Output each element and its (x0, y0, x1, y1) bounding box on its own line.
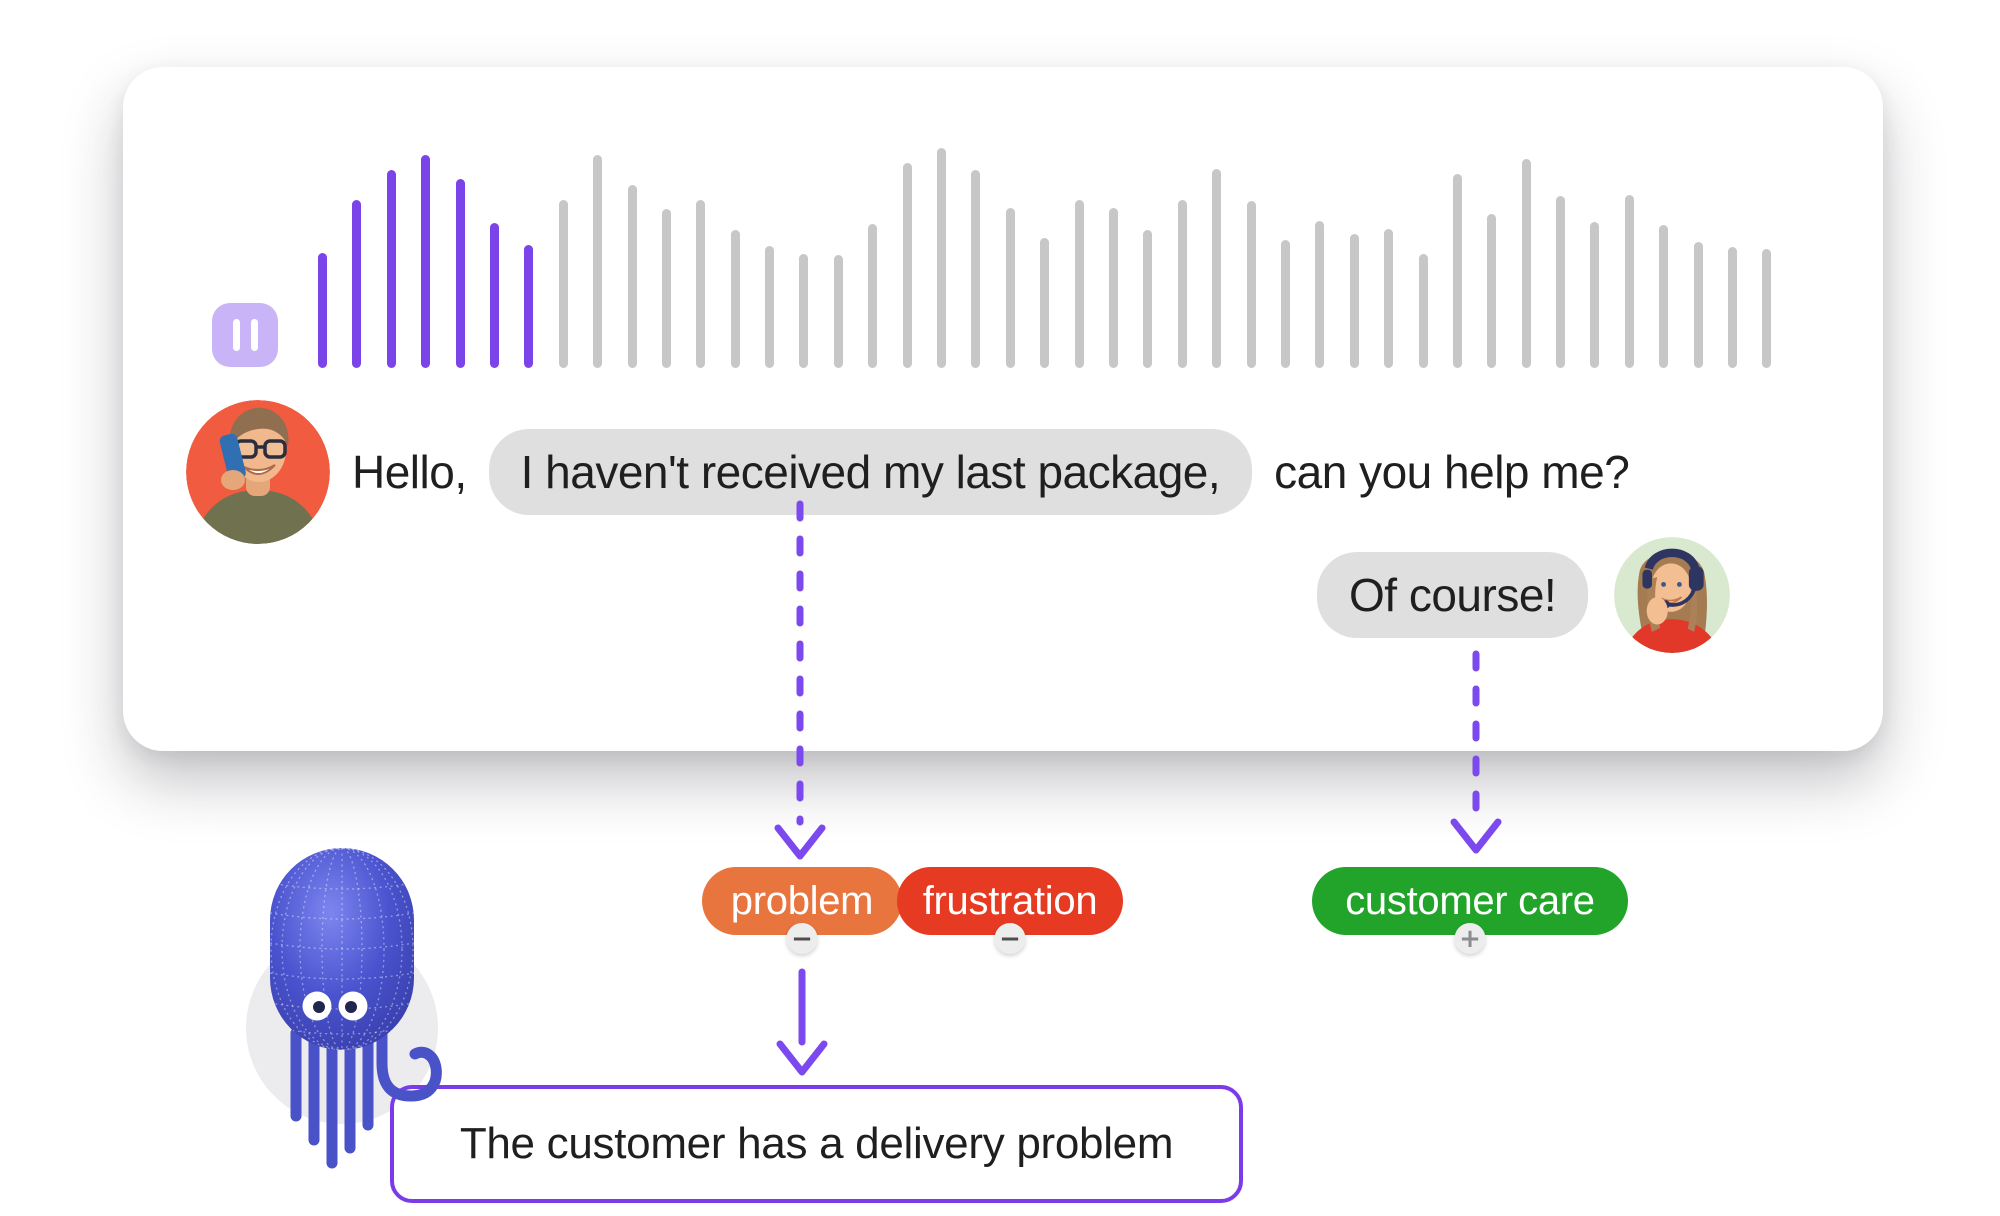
waveform-bar (661, 209, 671, 368)
waveform-bar (352, 200, 362, 368)
customer-question-text: can you help me? (1274, 446, 1630, 498)
waveform-bar (730, 230, 740, 368)
tag-customer-care[interactable]: customer care + (1312, 867, 1628, 954)
highlighted-utterance-pill[interactable]: I haven't received my last package, (488, 429, 1253, 515)
waveform-bar (1659, 225, 1669, 368)
waveform-bar (1108, 208, 1118, 368)
waveform-bar (386, 170, 396, 368)
waveform-bar (627, 185, 637, 368)
waveform-bar (1143, 230, 1153, 368)
waveform-bar (799, 254, 809, 368)
waveform-bar (1280, 240, 1290, 368)
agent-reply-pill[interactable]: Of course! (1317, 552, 1589, 638)
waveform-bar (558, 200, 568, 368)
tag-customer-care-label: customer care (1345, 878, 1595, 923)
waveform-bar (1590, 222, 1600, 368)
waveform-bar (1418, 254, 1428, 368)
waveform-bar (696, 200, 706, 368)
tag-problem[interactable]: problem − (702, 867, 902, 954)
waveform-bar (1040, 238, 1050, 368)
customer-message-row: Hello, I haven't received my last packag… (186, 398, 1630, 546)
waveform-bar (937, 148, 947, 368)
waveform-bar (455, 179, 465, 368)
waveform-bar (421, 155, 431, 368)
waveform-bar (318, 253, 327, 368)
waveform-bar (1349, 234, 1359, 368)
waveform-bar (1487, 214, 1497, 368)
pause-icon (250, 319, 258, 351)
waveform-bar (1212, 169, 1222, 368)
summary-box: The customer has a delivery problem (390, 1085, 1243, 1203)
waveform-bar (489, 223, 499, 368)
tag-frustration-remove-button[interactable]: − (994, 923, 1026, 954)
waveform-bar (765, 246, 775, 368)
pause-button[interactable] (212, 303, 278, 367)
octopus-eyes (302, 991, 368, 1021)
waveform-bar (1074, 200, 1084, 368)
agent-avatar (1614, 537, 1731, 653)
summary-text: The customer has a delivery problem (459, 1119, 1174, 1168)
waveform-bar (1556, 196, 1566, 368)
waveform-bar (1005, 208, 1015, 368)
pause-icon (232, 319, 240, 351)
tag-frustration-label: frustration (922, 878, 1098, 923)
waveform-bar (1246, 201, 1256, 368)
waveform-bar (833, 255, 843, 368)
agent-message-row: Of course! (1317, 537, 1731, 653)
waveform-bar (868, 224, 878, 368)
waveform-bar (1624, 195, 1634, 368)
waveform-bar (971, 170, 981, 368)
waveform-bar (524, 245, 534, 368)
waveform (318, 148, 1772, 368)
annotation-arrow-problem (774, 500, 826, 860)
waveform-bar (1693, 242, 1703, 368)
waveform-bar (1728, 247, 1738, 368)
customer-greeting-text: Hello, (352, 446, 467, 498)
waveform-bar (1315, 221, 1325, 368)
waveform-bar (593, 155, 603, 368)
waveform-bar (1762, 249, 1772, 368)
summary-arrow (776, 968, 828, 1076)
octopus-tentacles (290, 1024, 442, 1169)
waveform-bar (902, 163, 912, 368)
annotation-arrow-customer-care (1450, 650, 1502, 854)
tag-frustration[interactable]: frustration − (897, 867, 1123, 954)
customer-avatar (186, 400, 330, 544)
waveform-bar (1384, 229, 1394, 368)
waveform-bar (1452, 174, 1462, 368)
octopus-mascot-icon (270, 848, 442, 1169)
tag-customer-care-add-button[interactable]: + (1454, 923, 1486, 954)
waveform-bar (1521, 159, 1531, 368)
tag-problem-label: problem (730, 878, 874, 923)
audio-player-card (123, 67, 1883, 751)
tag-problem-remove-button[interactable]: − (786, 923, 818, 954)
waveform-bar (1177, 200, 1187, 368)
